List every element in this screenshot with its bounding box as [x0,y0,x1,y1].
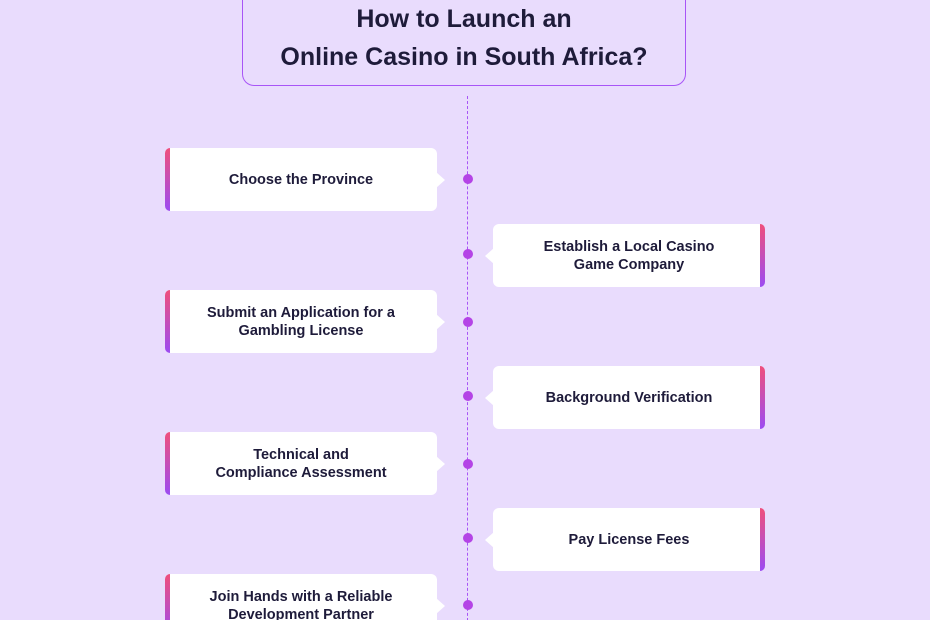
step-card-5: Technical and Compliance Assessment [165,432,445,495]
step-card-accent [165,432,170,495]
step-card-pointer [485,389,494,406]
timeline-dot-5 [463,459,473,469]
step-card-pointer [436,455,445,472]
step-card-accent [760,224,765,287]
timeline-dot-2 [463,249,473,259]
step-card-4: Background Verification [485,366,765,429]
step-label-2: Establish a Local Casino Game Company [543,238,715,273]
timeline-line [467,96,468,620]
step-card-accent [760,508,765,571]
step-card-accent [760,366,765,429]
timeline-dot-6 [463,533,473,543]
step-label-1: Choose the Province [228,171,374,188]
timeline-dot-1 [463,174,473,184]
step-card-7: Join Hands with a Reliable Development P… [165,574,445,620]
step-card-pointer [485,531,494,548]
step-label-6: Pay License Fees [568,531,690,548]
step-label-7: Join Hands with a Reliable Development P… [209,588,393,620]
step-card-pointer [436,171,445,188]
step-card-1: Choose the Province [165,148,445,211]
timeline-dot-3 [463,317,473,327]
step-card-pointer [436,313,445,330]
step-card-accent [165,290,170,353]
step-card-pointer [485,247,494,264]
step-card-3: Submit an Application for a Gambling Lic… [165,290,445,353]
title-line-2: Online Casino in South Africa? [280,43,648,71]
timeline-dot-7 [463,600,473,610]
step-card-6: Pay License Fees [485,508,765,571]
step-label-4: Background Verification [545,389,713,406]
step-label-5: Technical and Compliance Assessment [215,446,387,481]
title-line-1: How to Launch an [356,5,572,33]
step-card-2: Establish a Local Casino Game Company [485,224,765,287]
step-card-accent [165,574,170,620]
step-card-pointer [436,597,445,614]
title-box: How to Launch an Online Casino in South … [242,0,686,86]
timeline-dot-4 [463,391,473,401]
step-label-3: Submit an Application for a Gambling Lic… [207,304,395,339]
step-card-accent [165,148,170,211]
